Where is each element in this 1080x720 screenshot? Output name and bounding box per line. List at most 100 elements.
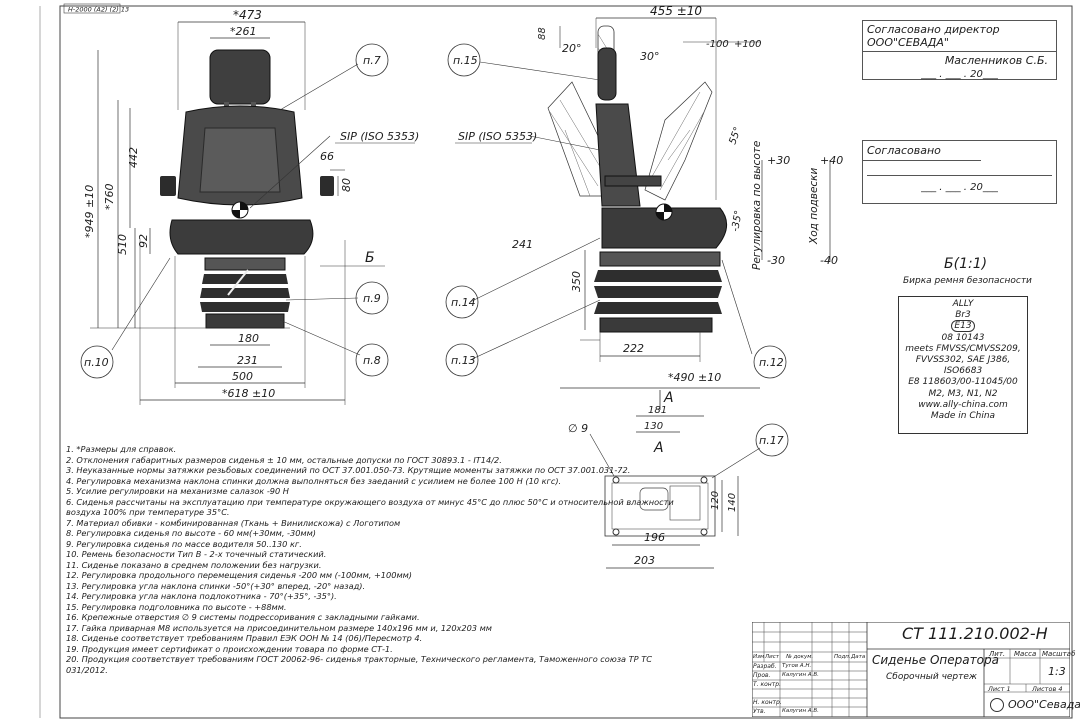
tag-line-1: ALLY [952, 299, 974, 309]
note-18: 18. Сиденье соответствует требованиям Пр… [66, 633, 423, 643]
note-16: 16. Крепежные отверстия ∅ 9 системы подр… [66, 612, 420, 622]
tag-line-8: E8 118603/00-11045/00 [908, 377, 1018, 388]
sheet-number: Лист 1 [988, 685, 1011, 693]
dim-120: 120 [710, 491, 721, 510]
dim-total-height: *949 ±10 [83, 185, 96, 238]
note-12: 12. Регулировка продольного перемещения … [66, 570, 412, 580]
approval-box-2: Согласовано ___ . ___ . 20___ [862, 140, 1057, 204]
tag-line-4: 08 10143 [941, 332, 985, 343]
dim-130: 130 [644, 421, 663, 432]
note-13: 13. Регулировка угла наклона спинки -50°… [66, 580, 366, 591]
tag-line-11: Made in China [930, 411, 996, 422]
doc-type: Сборочный чертеж [886, 672, 978, 682]
dim-196: 196 [644, 531, 665, 544]
col-doc: № докум. [786, 654, 814, 660]
dim-203: 203 [634, 554, 655, 567]
susp-plus40: +40 [820, 154, 843, 167]
tag-line-10: www.ally-china.com [918, 399, 1008, 410]
suspension-label: Ход подвески [808, 167, 820, 245]
angle-20: 20° [562, 42, 582, 55]
dim-total-width: *473 [233, 8, 262, 22]
callout-p17: п.17 [759, 434, 784, 447]
dim-headrest-width: *261 [230, 25, 257, 38]
company-name: ООО"Севада" [1008, 698, 1080, 711]
doc-number: СТ 111.210.002-Н [902, 624, 1048, 643]
tag-line-2: Br3 [955, 310, 971, 321]
dim-80: 80 [340, 178, 353, 192]
approval-name: Масленников С.Б. [944, 54, 1048, 67]
dim-618: *618 ±10 [222, 387, 275, 400]
note-10: 10. Ремень безопасности Тип В - 2-х точе… [66, 549, 327, 559]
note-1: 1. *Размеры для справок. [66, 444, 177, 454]
doc-name: Сиденье Оператора [872, 653, 999, 667]
corner-stamp: Н-2000 (А2) (2) 13 [68, 6, 129, 14]
angle-30: 30° [640, 50, 660, 63]
title-block: СТ 111.210.002-Н Сиденье Оператора Сборо… [752, 622, 1080, 717]
dim-66: 66 [320, 150, 334, 163]
dim-231: 231 [237, 354, 258, 367]
col-date: Дата [851, 654, 866, 660]
row-tkontr: Т. контр. [753, 681, 781, 688]
row-prov: Пров. [753, 672, 771, 679]
dim-350: 350 [570, 271, 583, 292]
dim-plus100: +100 [734, 39, 761, 50]
seatbelt-tag: ALLY Br3 E13 08 10143 meets FMVSS/CMVSS2… [898, 296, 1028, 434]
note-8: 8. Регулировка сиденья по высоте - 60 мм… [66, 528, 316, 538]
callout-p15: п.15 [453, 54, 478, 67]
view-a-label: А [653, 440, 664, 456]
note-11: 11. Сиденье показано в среднем положении… [66, 559, 322, 570]
scale-header: Масштаб [1042, 650, 1076, 658]
note-20: 20. Продукция соответствует требованиям … [66, 654, 652, 675]
note-2: 2. Отклонения габаритных размеров сидень… [66, 454, 502, 465]
dim-180: 180 [238, 332, 259, 345]
dim-490: *490 ±10 [668, 371, 721, 384]
approval-title: Согласовано директор ООО"СЕВАДА" [863, 21, 1056, 52]
dim-510: 510 [116, 234, 129, 255]
note-19: 19. Продукция имеет сертификат о происхо… [66, 643, 393, 654]
detail-b-title: Б(1:1) [944, 256, 988, 272]
mass-header: Масса [1014, 650, 1037, 658]
signer-utv: Калугин А.В. [782, 708, 819, 714]
front-view [80, 21, 389, 405]
callout-p10: п.10 [84, 356, 109, 369]
approval-box-director: Согласовано директор ООО"СЕВАДА" Масленн… [862, 20, 1057, 80]
hole-diameter: ∅ 9 [568, 422, 588, 435]
callout-p9: п.9 [363, 292, 381, 305]
note-14: 14. Регулировка угла наклона подлокотник… [66, 591, 337, 601]
row-nkontr: Н. контр. [753, 699, 782, 706]
angle-35: -35° [730, 210, 745, 233]
tag-line-9: M2, M3, N1, N2 [928, 388, 998, 399]
note-4: 4. Регулировка механизма наклона спинки … [66, 475, 562, 486]
dim-442: 442 [127, 147, 140, 168]
dim-241: 241 [512, 238, 533, 251]
callout-sip-side: SIP (ISO 5353) [458, 130, 537, 143]
sheet-count: Листов 4 [1032, 685, 1063, 693]
dim-88: 88 [537, 27, 548, 40]
lit-header: Лит. [989, 650, 1006, 658]
tag-line-5: meets FMVSS/CMVSS209, [905, 343, 1021, 354]
approval-2-title: Согласовано [863, 141, 981, 161]
note-9: 9. Регулировка сиденья по массе водителя… [66, 538, 302, 549]
dim-140: 140 [727, 493, 738, 512]
callout-sip-front: SIP (ISO 5353) [340, 130, 419, 143]
col-izm: Изм [753, 654, 765, 660]
scale-value: 1:3 [1048, 665, 1066, 678]
dim-height-760: *760 [103, 184, 116, 211]
approval-2-date: ___ . ___ . 20___ [921, 182, 998, 193]
signer-prov: Калугин А.В. [782, 672, 819, 678]
note-6: 6. Сиденья рассчитаны на эксплуатацию пр… [66, 496, 674, 518]
company-logo-icon [990, 698, 1004, 712]
callout-p7: п.7 [363, 54, 381, 67]
row-utv: Утв. [753, 708, 766, 715]
note-5: 5. Усилие регулировки на механизме салаз… [66, 486, 289, 496]
col-list: Лист [765, 654, 779, 660]
view-a-arrow-label: А [663, 390, 674, 406]
callout-b: Б [365, 250, 375, 266]
tag-line-7: ISO6683 [943, 366, 983, 377]
signer-razrab: Тугов А.Н. [782, 663, 812, 669]
tag-line-6: FVVSS302, SAE J386, [915, 355, 1011, 366]
dim-minus100: -100 [706, 39, 729, 50]
height-minus30: -30 [767, 254, 785, 267]
callout-p12: п.12 [759, 356, 784, 369]
